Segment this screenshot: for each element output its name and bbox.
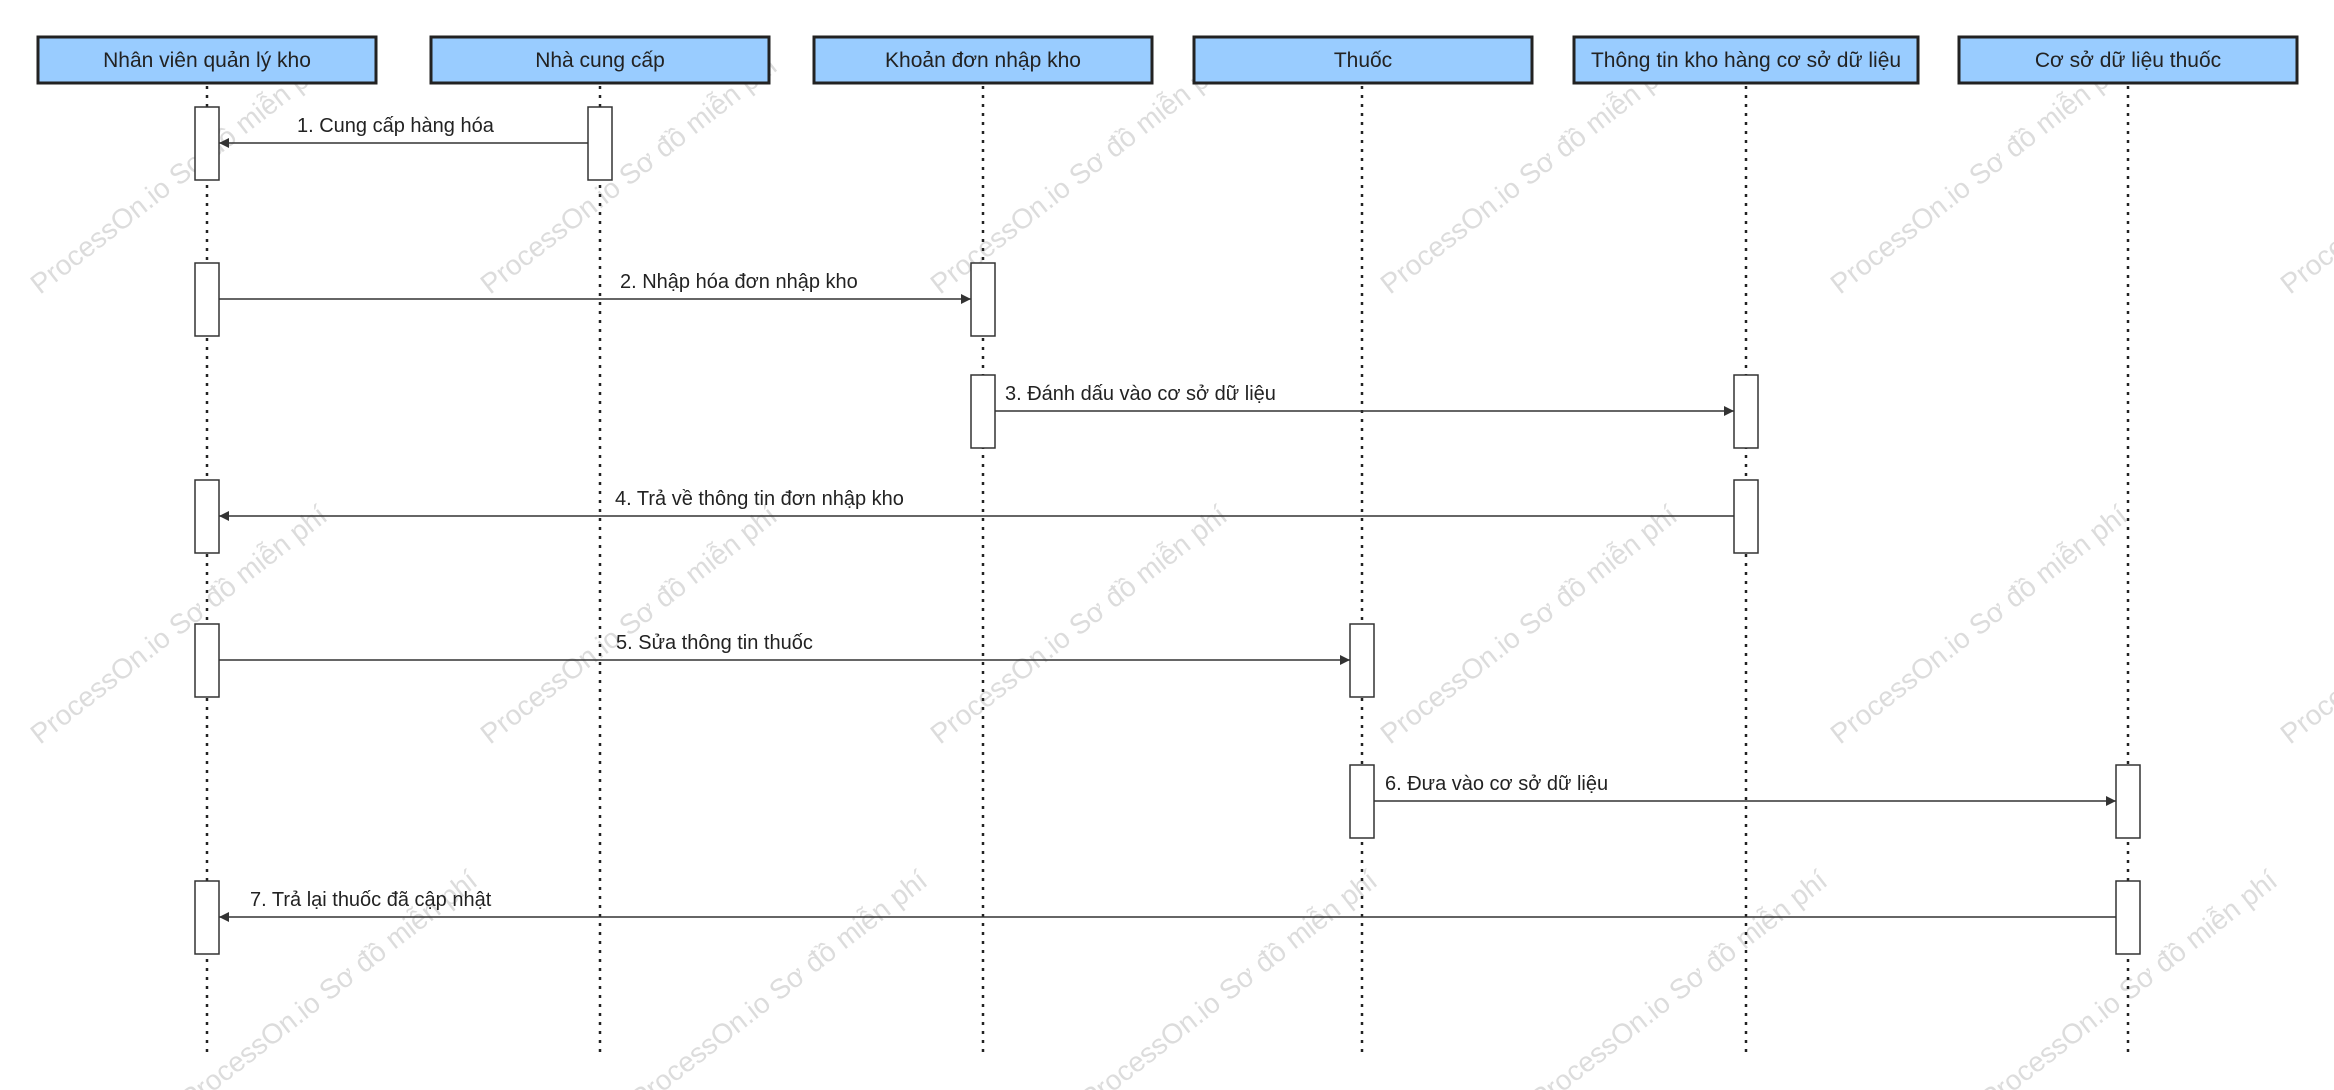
activation-box-drug_db [2115,880,2141,955]
watermark-text: ProcessOn.io Sơ đồ miễn phí [925,49,1233,299]
participant-label: Nhân viên quản lý kho [103,49,311,72]
watermark-text: ProcessOn.io Sơ đồ miễn phí [475,49,783,299]
activation-box-staff [194,262,220,337]
activation-box-drug [1349,623,1375,698]
activation-box-supplier [587,106,613,181]
watermark-text: ProcessOn.io Sơ đồ miễn phí [475,499,783,749]
activation-box-receipt [970,374,996,449]
watermark-text: ProcessOn.io Sơ đồ miễn phí [1375,49,1683,299]
watermark-text: ProcessOn.io Sơ đồ miễn phí [1525,864,1833,1090]
participant-staff[interactable]: Nhân viên quản lý kho [36,35,378,85]
message-label: 7. Trả lại thuốc đã cập nhật [250,889,492,911]
activation-box-staff [194,880,220,955]
participant-warehouse_db[interactable]: Thông tin kho hàng cơ sở dữ liệu [1572,35,1920,85]
watermark-text: ProcessOn.io Sơ đồ miễn phí [2275,49,2334,299]
participant-box [1572,35,1920,85]
message-label: 1. Cung cấp hàng hóa [297,115,495,137]
participant-label: Nhà cung cấp [535,49,665,72]
participant-label: Thông tin kho hàng cơ sở dữ liệu [1591,49,1901,72]
message-4: 4. Trả về thông tin đơn nhập kho [194,479,1759,554]
watermark-text: ProcessOn.io Sơ đồ miễn phí [1825,499,2133,749]
activation-box-drug [1349,764,1375,839]
activation-box-staff [194,106,220,181]
activation-box-staff [194,623,220,698]
message-label: 4. Trả về thông tin đơn nhập kho [615,488,904,510]
participant-supplier[interactable]: Nhà cung cấp [429,35,771,85]
message-3: 3. Đánh dấu vào cơ sở dữ liệu [970,374,1759,449]
watermark-text: ProcessOn.io Sơ đồ miễn phí [1825,49,2133,299]
message-5: 5. Sửa thông tin thuốc [194,623,1375,698]
participants: Nhân viên quản lý kho Nhà cung cấp Khoản đ… [36,35,2299,85]
participant-box [812,35,1154,85]
participant-receipt[interactable]: Khoản đơn nhập kho [812,35,1154,85]
watermark-text: ProcessOn.io Sơ đồ miễn phí [925,499,1233,749]
participant-box [429,35,771,85]
watermark-text: ProcessOn.io Sơ đồ miễn phí [25,49,333,299]
message-7: 7. Trả lại thuốc đã cập nhật [194,880,2141,955]
watermark-text: ProcessOn.io Sơ đồ miễn phí [1375,499,1683,749]
message-label: 3. Đánh dấu vào cơ sở dữ liệu [1005,383,1276,405]
message-label: 6. Đưa vào cơ sở dữ liệu [1385,773,1608,795]
participant-drug_db[interactable]: Cơ sở dữ liệu thuốc [1957,35,2299,85]
participant-box [36,35,378,85]
activation-box-receipt [970,262,996,337]
activation-box-staff [194,479,220,554]
messages: 1. Cung cấp hàng hóa 2. Nhập hóa đơn nhập… [194,106,2141,955]
participant-label: Thuốc [1334,49,1392,72]
participant-box [1192,35,1534,85]
message-6: 6. Đưa vào cơ sở dữ liệu [1349,764,2141,839]
watermark-text: ProcessOn.io Sơ đồ miễn phí [25,499,333,749]
message-1: 1. Cung cấp hàng hóa [194,106,613,181]
watermark-text: ProcessOn.io Sơ đồ miễn phí [625,864,933,1090]
message-2: 2. Nhập hóa đơn nhập kho [194,262,996,337]
message-label: 2. Nhập hóa đơn nhập kho [620,271,858,293]
message-label: 5. Sửa thông tin thuốc [616,632,813,654]
activation-box-drug_db [2115,764,2141,839]
activation-box-warehouse_db [1733,374,1759,449]
participant-label: Cơ sở dữ liệu thuốc [2035,49,2221,72]
participant-label: Khoản đơn nhập kho [885,49,1081,72]
activation-box-warehouse_db [1733,479,1759,554]
participant-drug[interactable]: Thuốc [1192,35,1534,85]
watermark-text: ProcessOn.io Sơ đồ miễn phí [2275,499,2334,749]
watermark-text: ProcessOn.io Sơ đồ miễn phí [1075,864,1383,1090]
participant-box [1957,35,2299,85]
